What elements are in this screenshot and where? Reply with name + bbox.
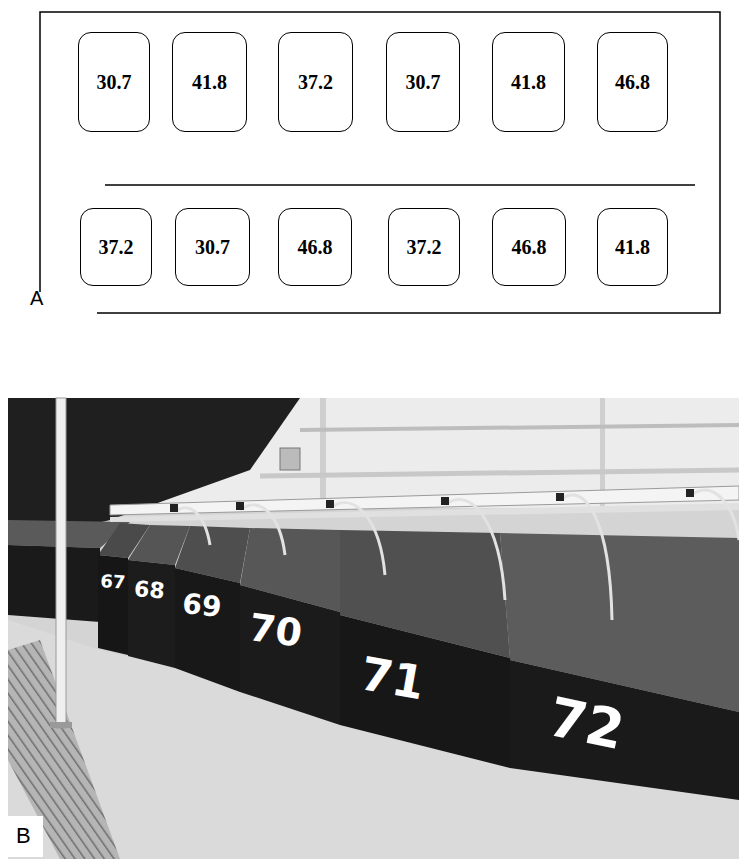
supply-pipe [110,503,739,522]
column [320,398,326,508]
tank-box: 37.2 [278,32,353,132]
panel-letter: B [8,816,43,857]
tank-value: 30.7 [97,72,132,92]
tank-box: 41.8 [492,32,565,132]
tank-box: 46.8 [492,208,566,286]
tank-number: 71 [357,650,428,706]
tank-box: 37.2 [388,208,460,286]
tank [240,585,340,725]
tank-box: 37.2 [80,208,152,286]
tank [510,660,739,800]
tank-box: 41.8 [172,32,247,132]
tank-photo [8,398,739,859]
tank [128,560,175,668]
tank-number: 68 [133,578,165,603]
tank-box: 41.8 [597,208,668,286]
tank [8,545,100,622]
tank-value: 37.2 [99,237,134,257]
tank-value: 37.2 [298,72,333,92]
tank-value: 41.8 [192,72,227,92]
hoses [175,490,739,620]
tank-box: 46.8 [597,32,668,132]
tank-value: 46.8 [298,237,333,257]
pole [56,398,66,728]
tank-value: 41.8 [511,72,546,92]
tank-value: 41.8 [615,237,650,257]
tank-value: 30.7 [406,72,441,92]
row-divider [105,184,695,186]
tank-value: 46.8 [615,72,650,92]
tank-number: 69 [181,590,223,622]
tank-box: 30.7 [175,208,250,286]
photo-ground [8,398,739,859]
tank-number: 72 [544,690,629,758]
wall-sign [280,448,300,470]
tank-number: 70 [247,608,305,653]
tank [175,568,240,692]
tank [98,555,128,655]
tank-box: 30.7 [78,32,150,132]
tank-value: 37.2 [407,237,442,257]
pipe [300,425,739,430]
tank-box: 30.7 [386,32,460,132]
tank-value: 46.8 [512,237,547,257]
panel-letter: A [30,288,43,308]
pole-foot [50,722,72,728]
tank-box: 46.8 [278,208,352,286]
tank-value: 30.7 [195,237,230,257]
tank [340,615,510,768]
panel-frame [40,12,720,313]
tank-number: 67 [100,572,126,592]
valves [170,489,694,512]
pipe [260,470,739,476]
